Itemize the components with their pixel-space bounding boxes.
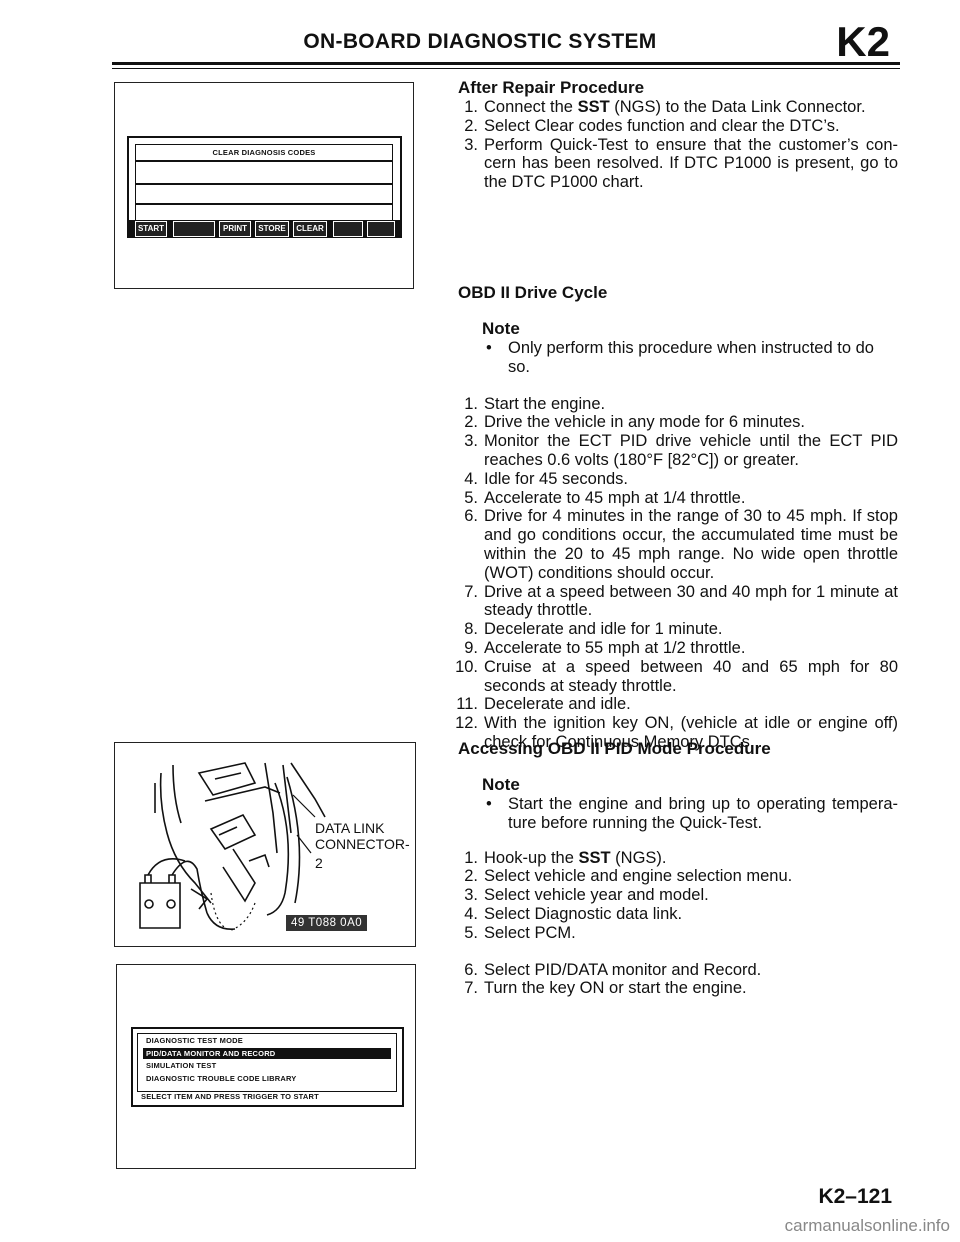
list-item: 9.Accelerate to 55 mph at 1/2 throttle. (464, 638, 746, 657)
drive-cycle-steps: 1.Start the engine. 2.Drive the vehicle … (455, 394, 898, 752)
menu-instruction: SELECT ITEM AND PRESS TRIGGER TO START (141, 1092, 319, 1101)
list-item: 7.Drive at a speed between 30 and 40 mph… (464, 582, 898, 620)
section-heading: OBD II Drive Cycle (458, 283, 608, 302)
list-item: 3.Monitor the ECT PID drive vehicle unti… (464, 432, 898, 469)
header-rule (112, 62, 900, 65)
store-button[interactable]: STORE (255, 221, 289, 237)
list-item: 11.Decelerate and idle. (456, 695, 631, 714)
note-label: Note (482, 775, 520, 794)
list-item: 5.Select PCM. (464, 923, 576, 942)
watermark: carmanualsonline.info (784, 1216, 950, 1235)
section-code: K2 (836, 18, 890, 65)
figure-clear-codes: CLEAR DIAGNOSIS CODES START PRINT STORE … (114, 82, 414, 289)
page-number: K2–121 (818, 1185, 892, 1208)
callout-label-line1: DATA LINK (315, 820, 385, 836)
blank-button[interactable] (333, 221, 363, 237)
page-title: ON-BOARD DIAGNOSTIC SYSTEM (303, 30, 657, 53)
pid-mode-section: Accessing OBD II PID Mode Procedure Note… (458, 739, 898, 998)
section-heading: Accessing OBD II PID Mode Procedure (458, 739, 771, 758)
tester-screen: CLEAR DIAGNOSIS CODES START PRINT STORE … (127, 136, 402, 238)
connector-illustration (139, 762, 326, 932)
screen-divider (136, 160, 392, 162)
list-item: 5.Accelerate to 45 mph at 1/4 throttle. (464, 488, 746, 507)
list-item: 12.With the ignition key ON, (vehicle at… (455, 714, 898, 751)
list-item: 2.Drive the vehicle in any mode for 6 mi… (464, 413, 805, 432)
list-item: 10.Cruise at a speed between 40 and 65 m… (455, 657, 898, 695)
list-item: 7.Turn the key ON or start the engine. (464, 979, 747, 998)
start-button[interactable]: START (135, 221, 167, 237)
list-item: 3.Perform Quick-Test to ensure that the … (464, 135, 898, 192)
list-item: 1.Start the engine. (464, 394, 606, 413)
menu-item-selected[interactable]: PID/DATA MONITOR AND RECORD (143, 1048, 391, 1059)
list-item: 1.Connect the SST (NGS) to the Data Link… (464, 98, 866, 116)
header-rule-thin (112, 68, 900, 69)
list-item: 1.Hook-up the SST (NGS). (464, 848, 667, 867)
pid-mode-steps: 1.Hook-up the SST (NGS). 2.Select vehicl… (458, 849, 898, 943)
print-button[interactable]: PRINT (219, 221, 251, 237)
list-item: 2.Select Clear codes function and clear … (464, 116, 840, 135)
list-item: 8.Decelerate and idle for 1 minute. (464, 620, 723, 639)
list-item: 3.Select vehicle year and model. (464, 886, 709, 905)
list-item: 4.Select Diagnostic data link. (464, 904, 683, 923)
blank-button[interactable] (173, 221, 215, 237)
clear-button[interactable]: CLEAR (293, 221, 327, 237)
screen-title: CLEAR DIAGNOSIS CODES (212, 148, 316, 157)
figure-diagnostic-menu: DIAGNOSTIC TEST MODE PID/DATA MONITOR AN… (116, 964, 416, 1169)
note-label: Note (482, 319, 520, 338)
note-bullet: Only perform this procedure when instruc… (482, 339, 898, 377)
section-heading: After Repair Procedure (458, 78, 645, 97)
drive-cycle-section: OBD II Drive Cycle Note Only perform thi… (455, 283, 898, 752)
screen-divider (136, 183, 392, 185)
tester-screen: DIAGNOSTIC TEST MODE PID/DATA MONITOR AN… (131, 1027, 404, 1107)
menu-item[interactable]: DIAGNOSTIC TROUBLE CODE LIBRARY (146, 1074, 297, 1083)
list-item: 6.Select PID/DATA monitor and Record. (464, 960, 762, 979)
pid-mode-steps-continued: 6.Select PID/DATA monitor and Record. 7.… (458, 961, 898, 999)
after-repair-section: After Repair Procedure 1.Connect the SST… (458, 78, 898, 192)
list-item: 4.Idle for 45 seconds. (464, 469, 629, 488)
menu-box: DIAGNOSTIC TEST MODE PID/DATA MONITOR AN… (137, 1033, 397, 1092)
note-bullet: Start the engine and bring up to operati… (482, 795, 898, 833)
list-item: 2.Select vehicle and engine selection me… (464, 867, 793, 886)
screen-divider (136, 203, 392, 205)
figure-data-link-connector: DATA LINK CONNECTOR-2 49 T088 0A0 (114, 742, 416, 947)
callout-label-line2: CONNECTOR-2 (315, 836, 410, 871)
menu-item[interactable]: DIAGNOSTIC TEST MODE (146, 1036, 243, 1045)
figure-tag: 49 T088 0A0 (286, 915, 368, 931)
screen-title-box: CLEAR DIAGNOSIS CODES (135, 144, 393, 224)
menu-item[interactable]: SIMULATION TEST (146, 1061, 217, 1070)
after-repair-steps: 1.Connect the SST (NGS) to the Data Link… (458, 98, 898, 192)
blank-button[interactable] (367, 221, 395, 237)
list-item: 6.Drive for 4 minutes in the range of 30… (464, 507, 898, 582)
function-key-bar: START PRINT STORE CLEAR (129, 220, 400, 237)
